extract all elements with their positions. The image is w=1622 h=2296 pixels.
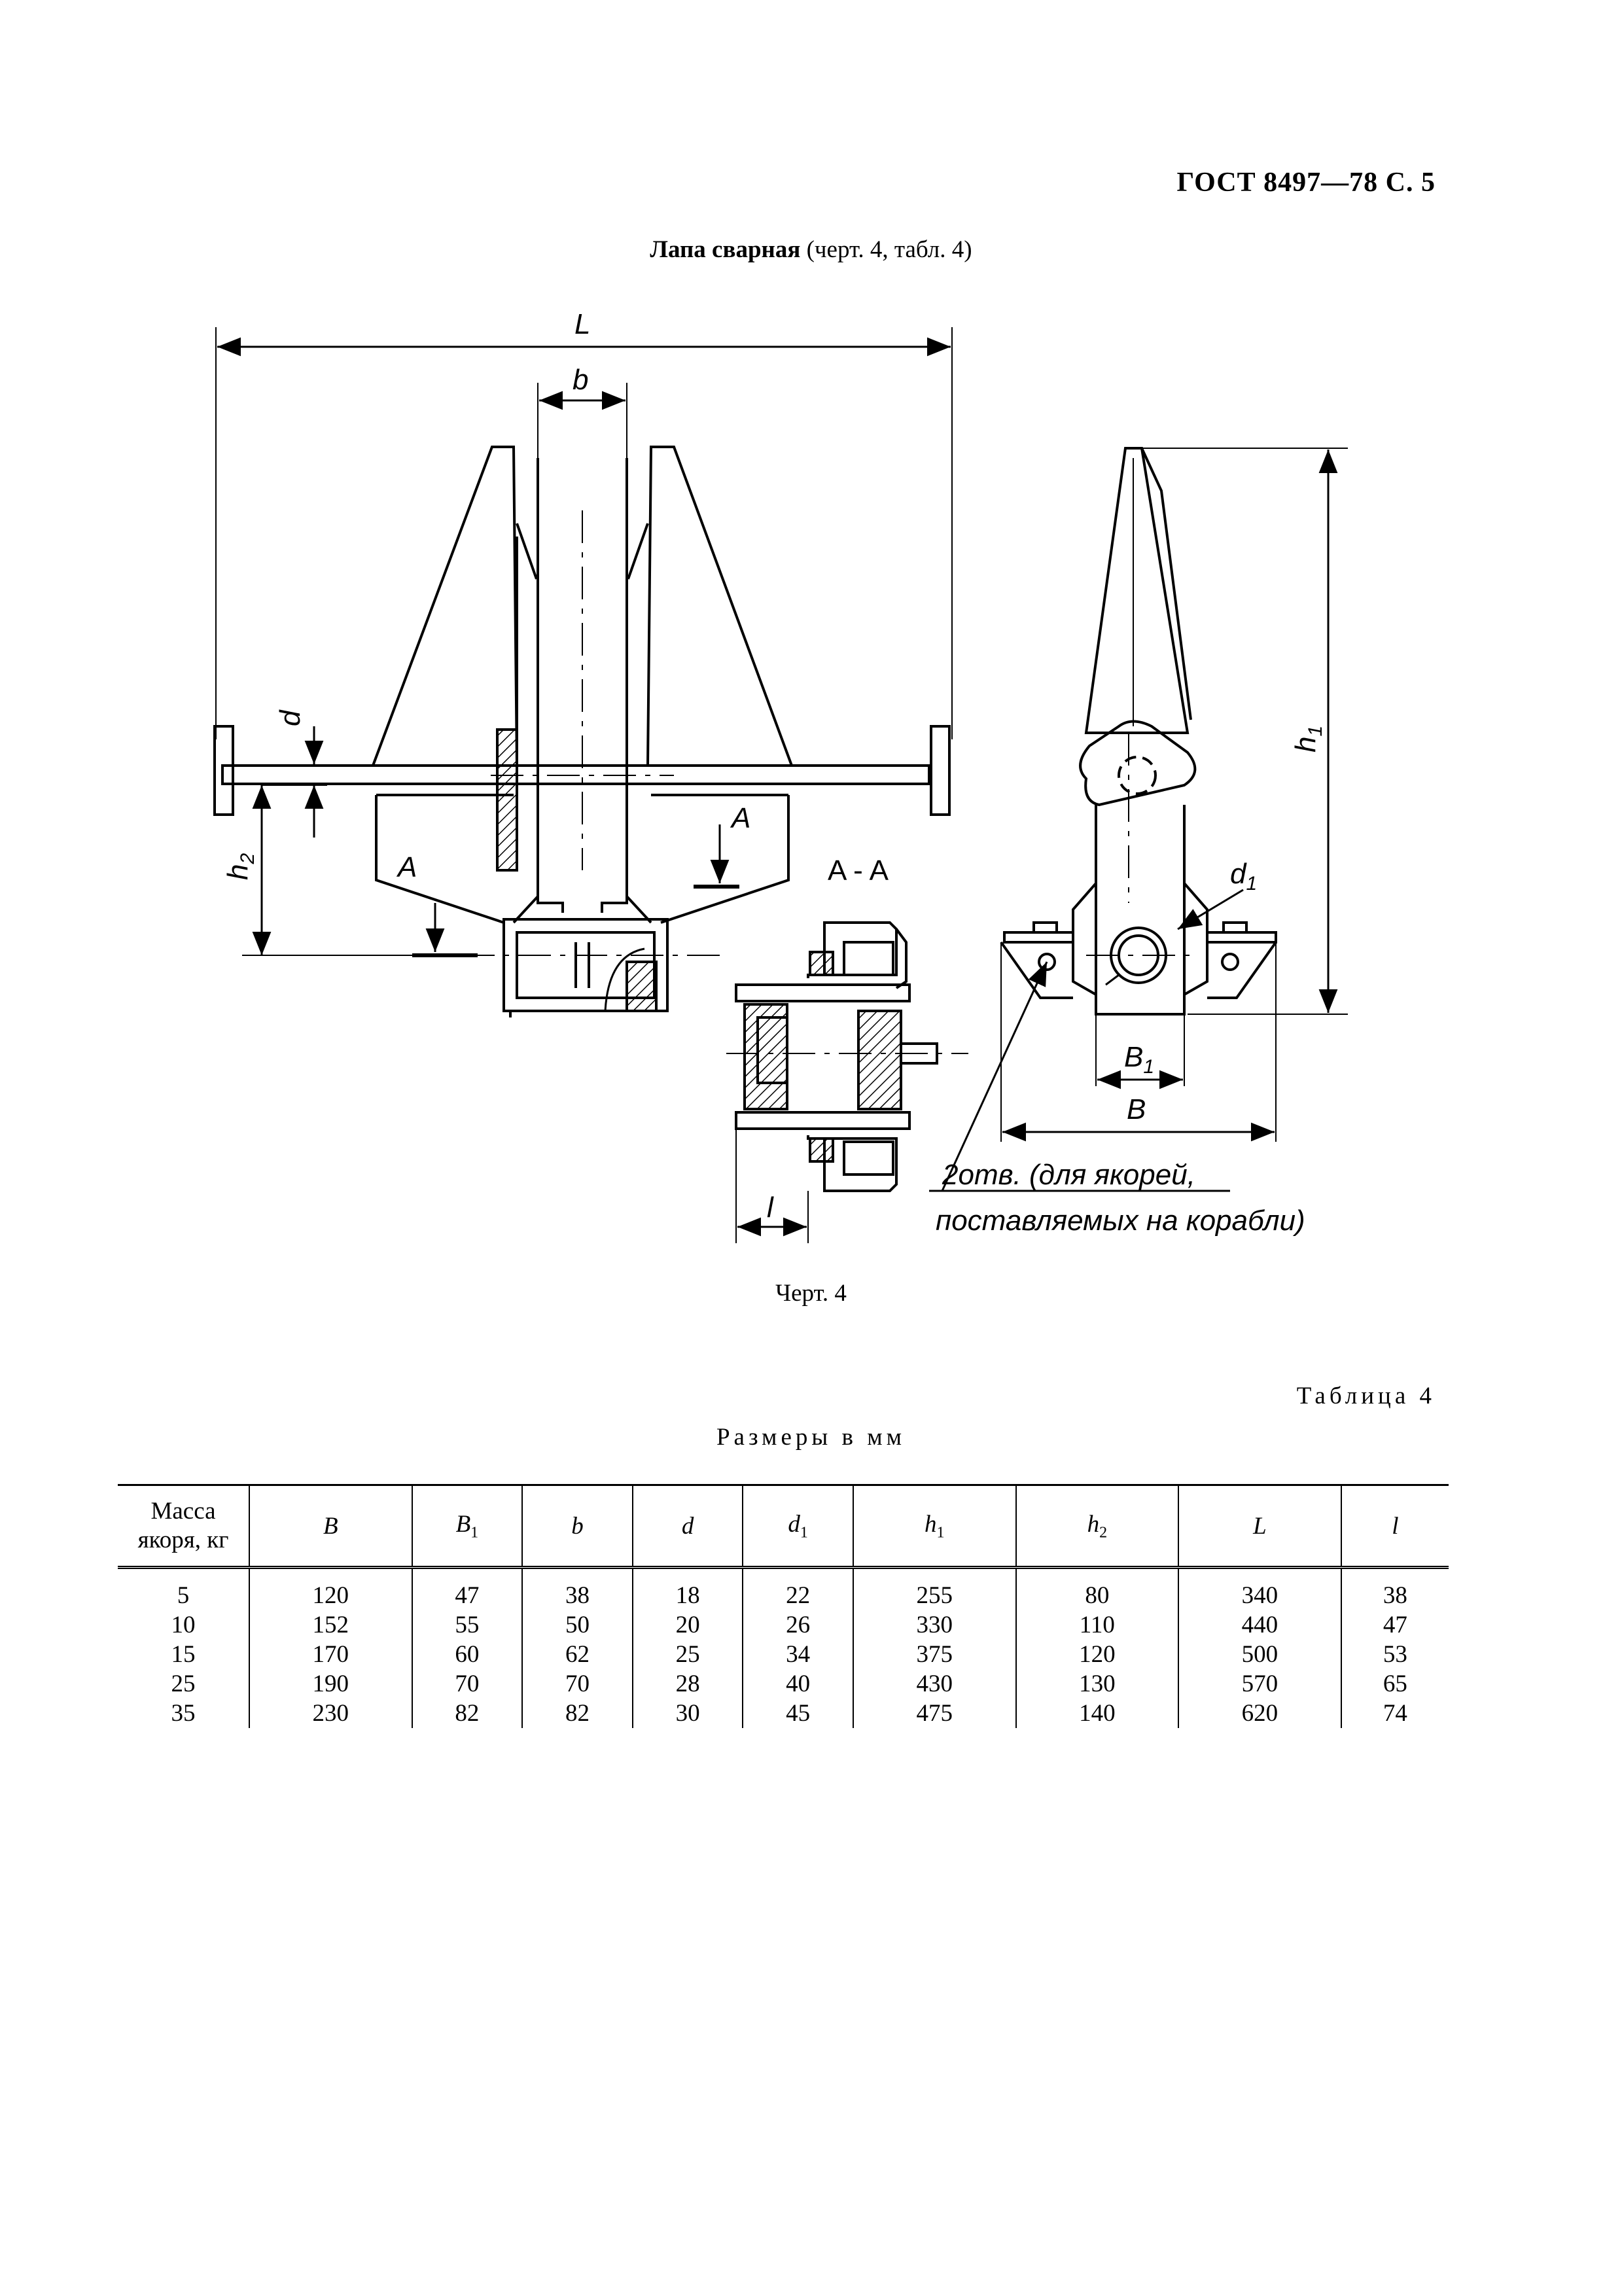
technical-drawing: L b d h2 A A A - A l bbox=[213, 308, 1348, 1243]
table-cell: 45 bbox=[742, 1699, 853, 1728]
note-holes-line1: 2отв. (для якорей, bbox=[942, 1159, 1195, 1191]
table-cell: 60 bbox=[411, 1640, 523, 1669]
table-cell: 62 bbox=[521, 1640, 633, 1669]
table-cell: 475 bbox=[852, 1699, 1016, 1728]
table-cell: 38 bbox=[1340, 1567, 1449, 1610]
table-cell: 190 bbox=[249, 1669, 412, 1699]
table-cell: 152 bbox=[249, 1610, 412, 1640]
table-cell: 50 bbox=[521, 1610, 633, 1640]
front-view-labels: L b d h2 A A A - A bbox=[222, 308, 889, 887]
header-B1: B1 bbox=[411, 1484, 523, 1569]
table-cell: 5 bbox=[177, 1582, 190, 1609]
page-header: ГОСТ 8497—78 С. 5 bbox=[1176, 168, 1436, 198]
header-B: B bbox=[249, 1484, 412, 1569]
table-cell: 120 bbox=[1015, 1640, 1179, 1669]
table-cell: 375 bbox=[852, 1640, 1016, 1669]
table-cell: 82 bbox=[521, 1699, 633, 1728]
table-cell: 20 bbox=[631, 1610, 743, 1640]
section-title: Лапа сварная (черт. 4, табл. 4) bbox=[0, 236, 1622, 264]
table-cell: 65 bbox=[1340, 1669, 1449, 1699]
label-d: d bbox=[274, 709, 306, 726]
table-cell: 38 bbox=[521, 1567, 633, 1610]
side-view bbox=[929, 447, 1348, 1192]
table-cell: 26 bbox=[742, 1610, 853, 1640]
section-aa-labels: l bbox=[767, 1192, 774, 1224]
label-b: b bbox=[573, 364, 588, 396]
figure-caption: Черт. 4 bbox=[775, 1280, 847, 1307]
table-cell: 330 bbox=[852, 1610, 1016, 1640]
table-cell: 35 bbox=[171, 1700, 196, 1727]
table-cell: 47 bbox=[1340, 1610, 1449, 1640]
table-cell: 120 bbox=[249, 1567, 412, 1610]
table-cell: 340 bbox=[1178, 1567, 1341, 1610]
label-A: A bbox=[396, 851, 417, 883]
table-cell: 430 bbox=[852, 1669, 1016, 1699]
header-h2: h2 bbox=[1015, 1484, 1179, 1569]
label-B1: B1 bbox=[1124, 1041, 1154, 1078]
table-cell: 440 bbox=[1178, 1610, 1341, 1640]
header-b: b bbox=[521, 1484, 633, 1569]
label-A-right: A bbox=[730, 802, 750, 834]
label-d1: d1 bbox=[1230, 858, 1257, 894]
table-cell: 230 bbox=[249, 1699, 412, 1728]
table-cell: 130 bbox=[1015, 1669, 1179, 1699]
table-cell: 82 bbox=[411, 1699, 523, 1728]
table-cell: 255 bbox=[852, 1567, 1016, 1610]
table-cell: 140 bbox=[1015, 1699, 1179, 1728]
table-cell: 28 bbox=[631, 1669, 743, 1699]
header-h1: h1 bbox=[852, 1484, 1016, 1569]
table-cell: 74 bbox=[1340, 1699, 1449, 1728]
table-cell: 80 bbox=[1015, 1567, 1179, 1610]
label-section-AA: A - A bbox=[828, 855, 889, 887]
table-cell: 22 bbox=[742, 1567, 853, 1610]
label-L: L bbox=[574, 308, 590, 340]
table-cell: 110 bbox=[1015, 1610, 1179, 1640]
label-B: B bbox=[1127, 1093, 1146, 1125]
header-d: d bbox=[631, 1484, 743, 1569]
section-aa-view bbox=[726, 921, 968, 1243]
table-cell: 40 bbox=[742, 1669, 853, 1699]
table-cell: 53 bbox=[1340, 1640, 1449, 1669]
table-cell: 34 bbox=[742, 1640, 853, 1669]
side-view-labels: h1 d1 B1 B 2отв. (для якорей, поставляем… bbox=[936, 726, 1326, 1237]
table-cell: 15 bbox=[171, 1641, 196, 1668]
units-label: Размеры в мм bbox=[716, 1424, 906, 1451]
table-cell: 30 bbox=[631, 1699, 743, 1728]
table-cell: 570 bbox=[1178, 1669, 1341, 1699]
section-title-ref: (черт. 4, табл. 4) bbox=[800, 236, 972, 263]
header-l: l bbox=[1340, 1484, 1449, 1569]
table-cell: 47 bbox=[411, 1567, 523, 1610]
table-cell: 25 bbox=[171, 1670, 196, 1697]
table-cell: 170 bbox=[249, 1640, 412, 1669]
table-cell: 55 bbox=[411, 1610, 523, 1640]
label-h2: h2 bbox=[222, 853, 258, 880]
label-h1: h1 bbox=[1290, 726, 1326, 752]
label-l: l bbox=[767, 1192, 774, 1224]
section-title-bold: Лапа сварная bbox=[650, 236, 801, 263]
table-cell: 18 bbox=[631, 1567, 743, 1610]
header-L: L bbox=[1178, 1484, 1341, 1569]
table-cell: 500 bbox=[1178, 1640, 1341, 1669]
note-holes-line2: поставляемых на корабли) bbox=[936, 1205, 1305, 1237]
table-cell: 10 bbox=[171, 1612, 196, 1638]
table-label: Таблица 4 bbox=[1296, 1383, 1436, 1409]
table-cell: 25 bbox=[631, 1640, 743, 1669]
table-cell: 620 bbox=[1178, 1699, 1341, 1728]
table-cell: 70 bbox=[521, 1669, 633, 1699]
table-cell: 70 bbox=[411, 1669, 523, 1699]
front-view bbox=[213, 327, 953, 1017]
header-d1: d1 bbox=[742, 1484, 853, 1569]
